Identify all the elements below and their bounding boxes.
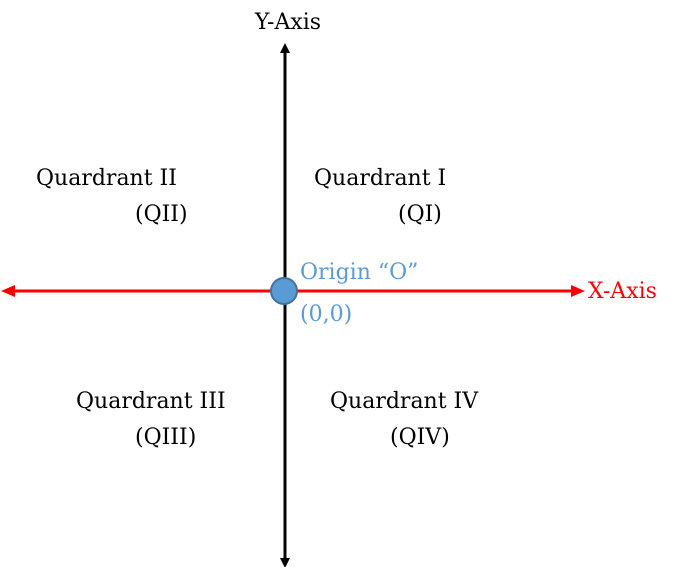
quadrant-1-abbr: (QI) bbox=[398, 202, 442, 227]
origin-label: Origin “O” bbox=[300, 260, 418, 285]
quadrant-1-name: Quardrant I bbox=[314, 166, 446, 191]
quadrant-2-abbr: (QII) bbox=[135, 202, 188, 227]
quadrant-2-name: Quardrant II bbox=[36, 166, 177, 191]
quadrant-3-name: Quardrant III bbox=[76, 389, 226, 414]
quadrant-3-abbr: (QIII) bbox=[135, 425, 196, 450]
x-axis-label: X-Axis bbox=[588, 279, 657, 304]
y-axis-label: Y-Axis bbox=[254, 10, 321, 35]
origin-point bbox=[270, 277, 298, 305]
origin-coordinates: (0,0) bbox=[300, 302, 352, 327]
quadrant-4-name: Quardrant IV bbox=[330, 389, 479, 414]
quadrant-4-abbr: (QIV) bbox=[390, 425, 450, 450]
